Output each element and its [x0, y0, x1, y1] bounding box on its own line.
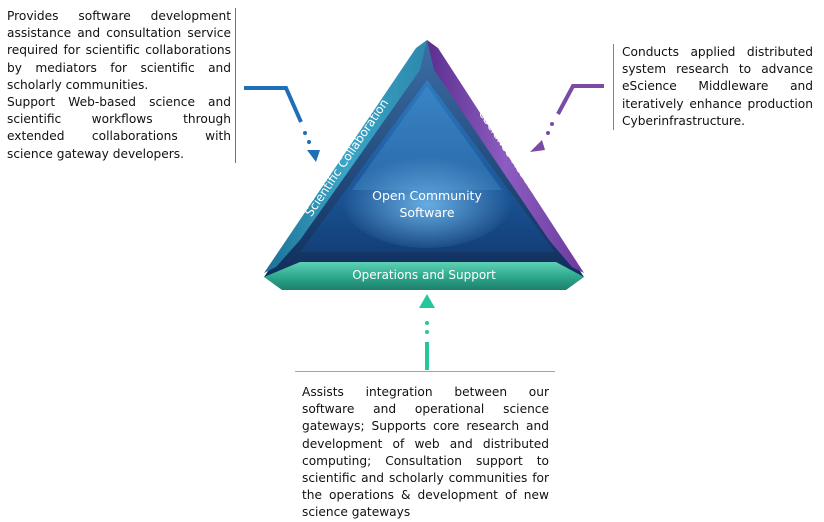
collaboration-arrow: [244, 86, 320, 162]
research-band: [427, 40, 584, 273]
research-description-text: Conducts applied distributed system rese…: [622, 45, 813, 128]
core-glow: [342, 152, 512, 248]
collaboration-description: Provides software development assistance…: [7, 8, 236, 163]
operations-description: Assists integration between our software…: [295, 371, 555, 522]
collaboration-band: [264, 40, 427, 273]
collaboration-description-para-2: Support Web-based science and scientific…: [7, 95, 231, 161]
operations-arrow: [419, 294, 435, 370]
center-label-line1: Open Community: [372, 188, 482, 203]
operations-band: [264, 262, 584, 290]
core-highlight: [352, 86, 502, 190]
research-arrow: [530, 84, 604, 152]
collaboration-description-para-1: Provides software development assistance…: [7, 9, 231, 92]
research-description: Conducts applied distributed system rese…: [613, 44, 813, 131]
operations-label: Operations and Support: [352, 268, 496, 282]
center-label-line2: Software: [399, 205, 454, 220]
operations-description-text: Assists integration between our software…: [302, 385, 549, 520]
